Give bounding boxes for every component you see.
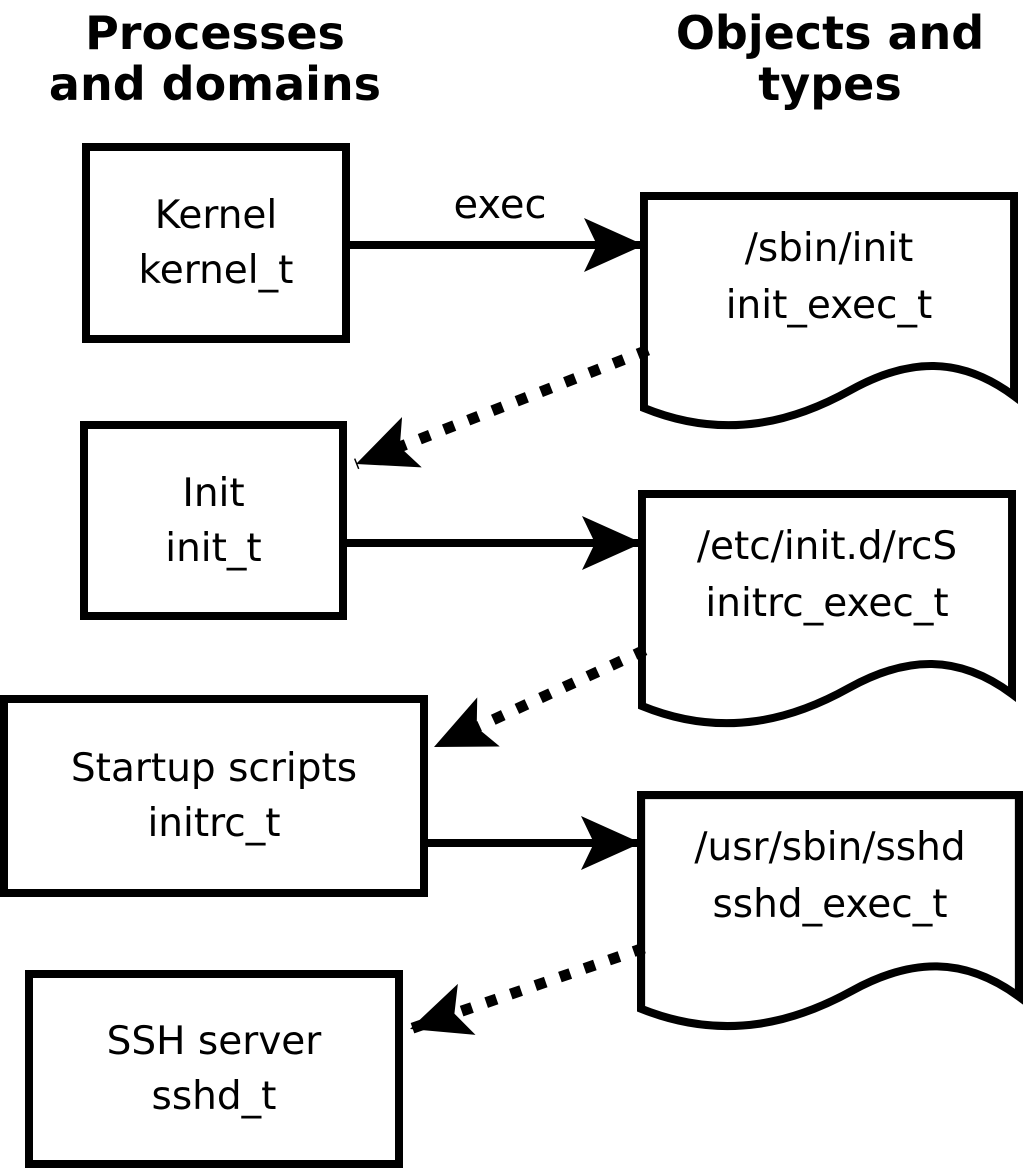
process-name: Init — [182, 470, 245, 516]
object-path: /usr/sbin/sshd — [694, 825, 966, 870]
process-type: initrc_t — [147, 801, 281, 846]
transition-arrow-init-exec-to-init-t — [353, 344, 651, 470]
process-box-startup-scripts: Startup scripts initrc_t — [0, 695, 428, 897]
object-doc-usr-sbin-sshd: /usr/sbin/sshd sshd_exec_t — [637, 791, 1023, 1041]
column-header-line: Processes — [85, 6, 345, 60]
process-box-ssh-server: SSH server sshd_t — [25, 970, 403, 1168]
object-label: /usr/sbin/sshd sshd_exec_t — [637, 819, 1023, 933]
object-path: /etc/init.d/rcS — [696, 524, 958, 569]
object-label: /etc/init.d/rcS initrc_exec_t — [638, 518, 1016, 632]
exec-arrow-label: exec — [453, 182, 547, 228]
column-header-processes-and-domains: Processes and domains — [30, 8, 400, 110]
process-type: sshd_t — [151, 1074, 277, 1119]
process-type: init_t — [165, 525, 262, 571]
object-path: /sbin/init — [744, 226, 914, 271]
transition-arrow-sshd-exec-to-sshd-t — [408, 942, 646, 1035]
process-name: SSH server — [106, 1019, 322, 1064]
document-shape — [638, 490, 1016, 728]
object-type: initrc_exec_t — [705, 581, 949, 626]
process-type: kernel_t — [138, 248, 294, 293]
column-header-line: Objects and — [675, 6, 985, 60]
object-doc-sbin-init: /sbin/init init_exec_t — [640, 192, 1018, 440]
document-shape — [640, 192, 1018, 430]
column-header-line: types — [758, 57, 902, 111]
column-header-objects-and-types: Objects and types — [645, 8, 1015, 110]
object-doc-etc-initd-rcs: /etc/init.d/rcS initrc_exec_t — [638, 490, 1016, 738]
process-box-init: Init init_t — [80, 421, 347, 620]
transition-arrow-initrc-exec-to-initrc-t — [431, 645, 648, 752]
column-header-line: and domains — [48, 57, 382, 111]
process-name: Startup scripts — [70, 746, 358, 791]
object-type: sshd_exec_t — [712, 882, 948, 927]
document-shape — [637, 791, 1023, 1031]
process-box-kernel: Kernel kernel_t — [82, 143, 350, 343]
process-name: Kernel — [154, 193, 278, 238]
object-label: /sbin/init init_exec_t — [640, 220, 1018, 334]
object-type: init_exec_t — [725, 283, 933, 328]
